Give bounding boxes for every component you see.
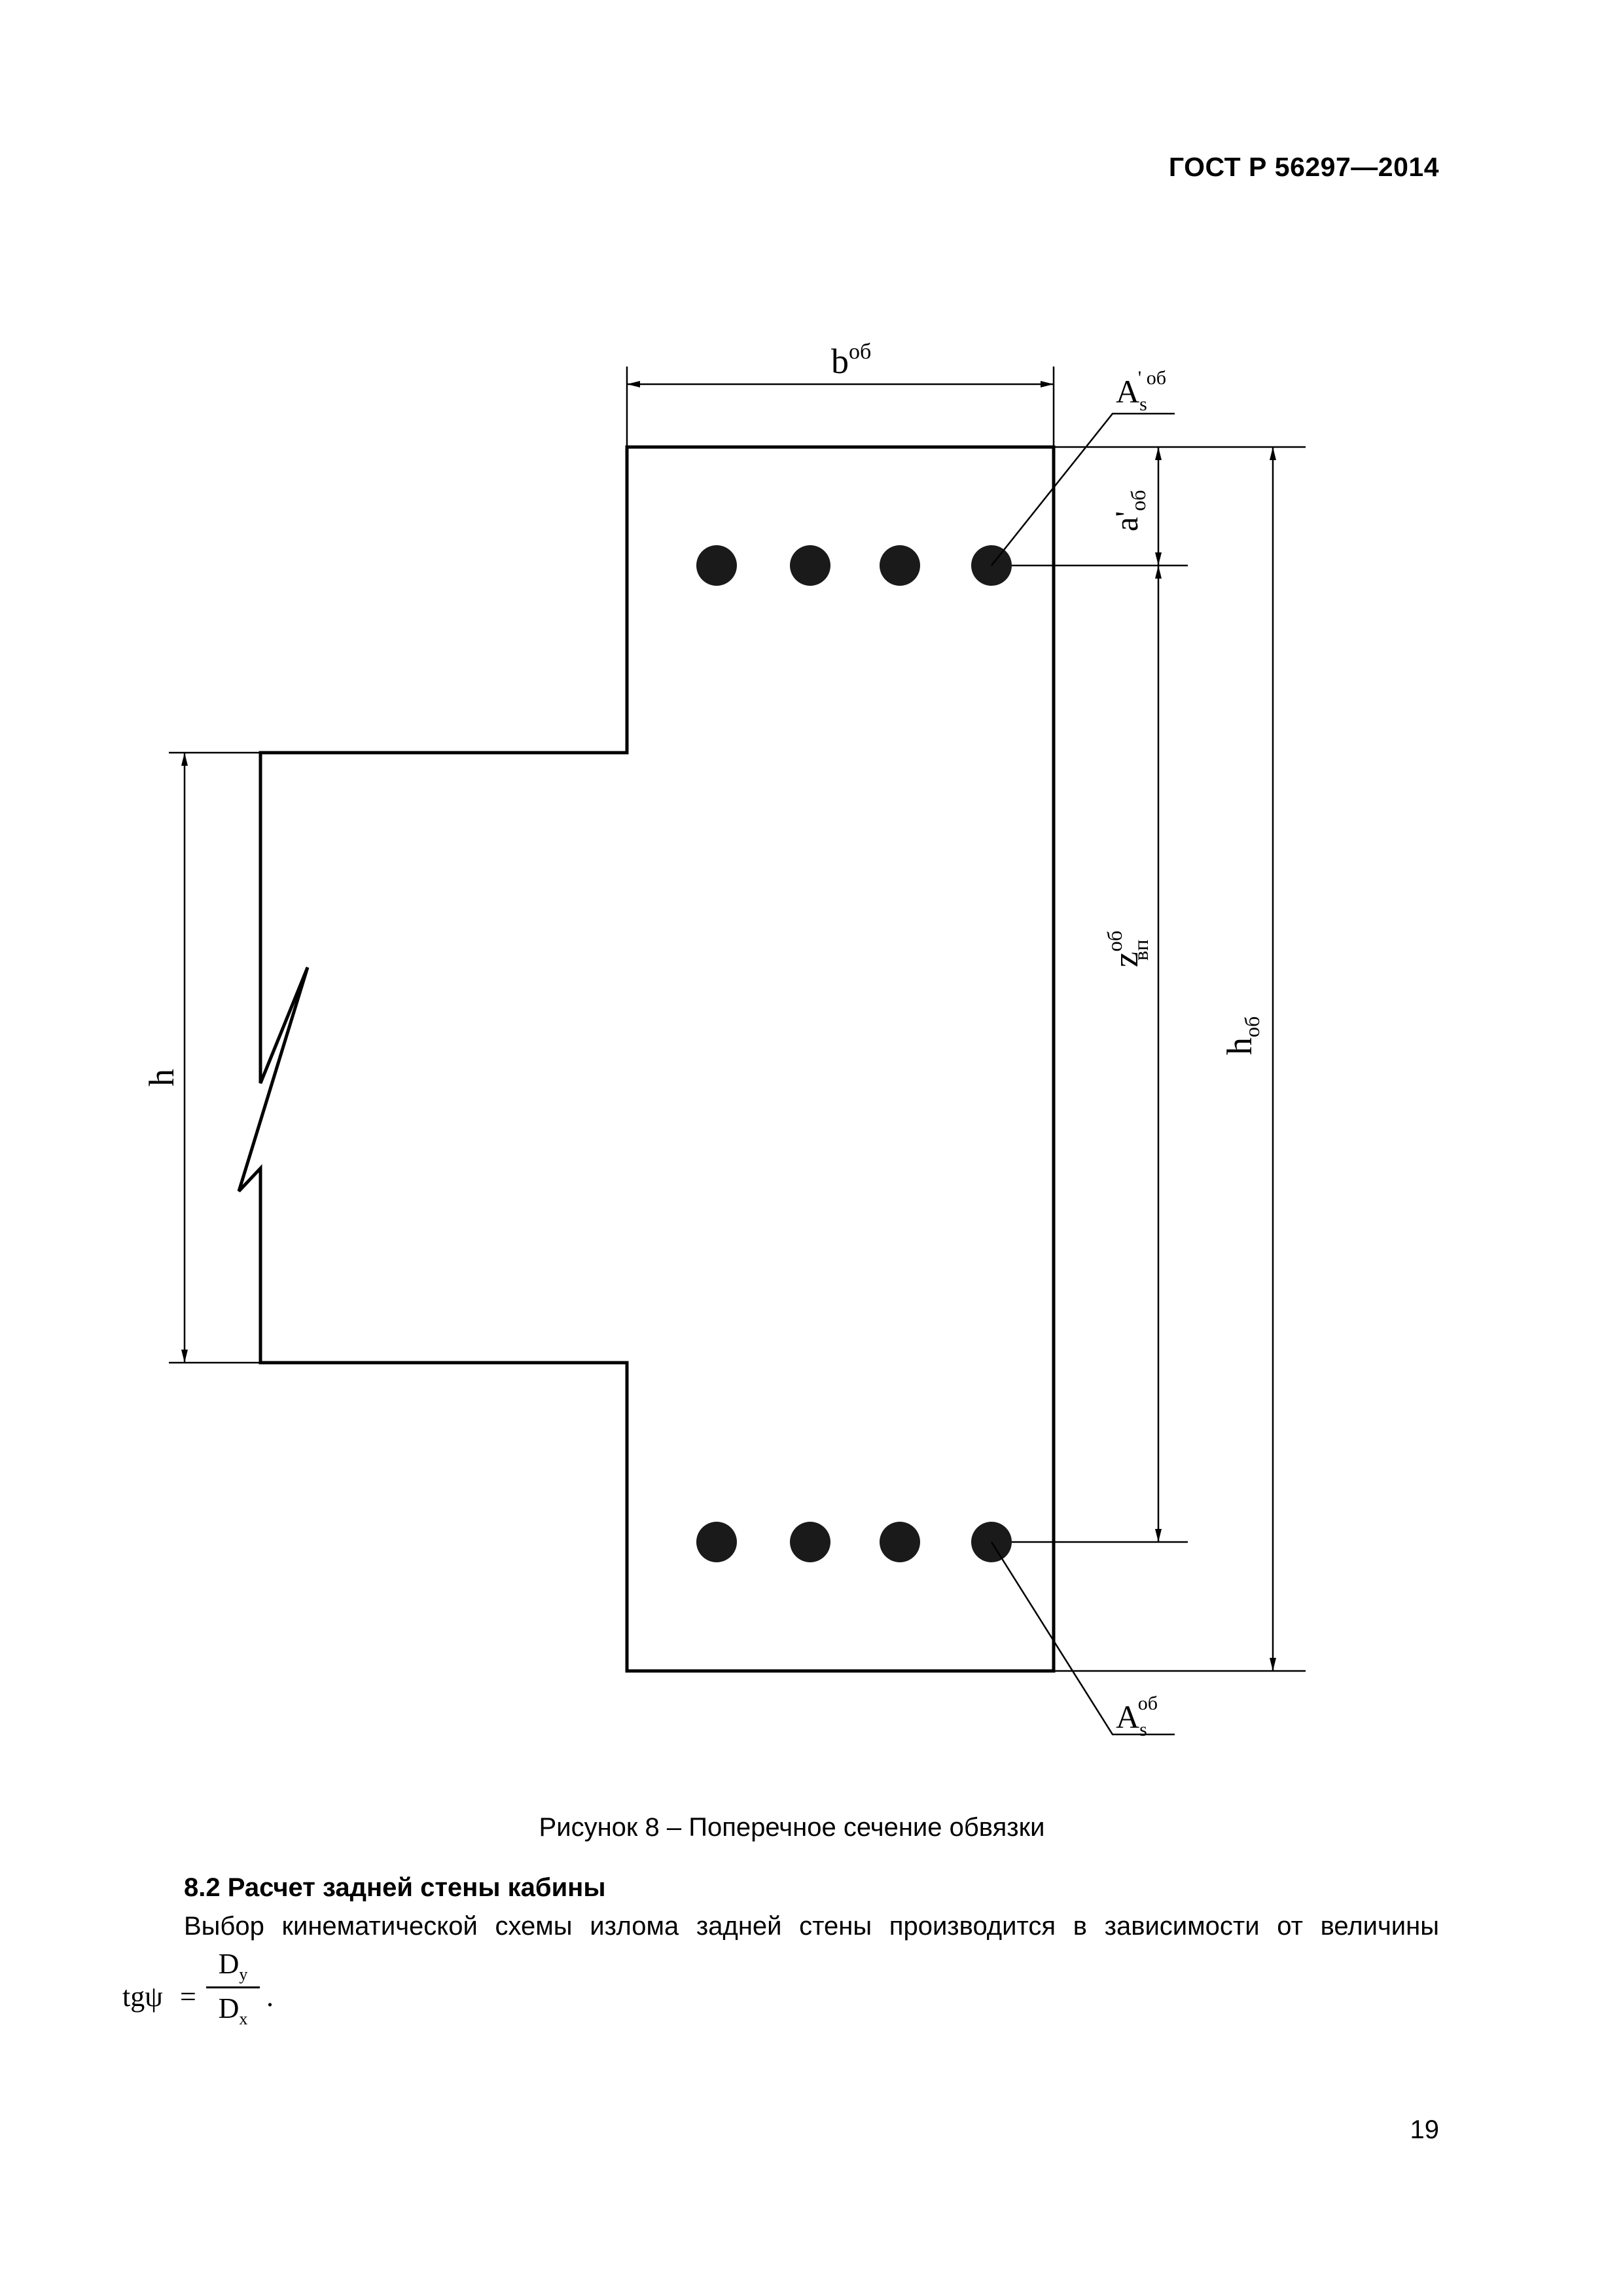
formula-denominator: Dx — [218, 1992, 248, 2028]
document-code: ГОСТ Р 56297—2014 — [1168, 152, 1439, 182]
label-as-bottom: Asоб — [1116, 1693, 1158, 1740]
section-outline — [237, 445, 1056, 1673]
label-h: h — [142, 1069, 181, 1086]
label-b-ob: bоб — [831, 340, 871, 381]
label-h-ob: hоб — [1220, 1016, 1264, 1055]
rebar-top-3 — [880, 545, 920, 586]
extension-lines — [169, 367, 1306, 1672]
label-a-top: a'об — [1108, 490, 1150, 531]
rebar-bottom-3 — [880, 1522, 920, 1562]
dimension-lines — [181, 381, 1276, 1671]
figure-caption: Рисунок 8 – Поперечное сечение обвязки — [539, 1813, 1045, 1842]
fraction-bar — [206, 1986, 260, 1988]
formula-end: . — [266, 1981, 274, 2013]
page-number: 19 — [1410, 2115, 1440, 2144]
formula-lhs: tgψ — [122, 1981, 163, 2013]
label-as-top: As' об — [1116, 367, 1166, 415]
formula-equals: = — [180, 1981, 196, 2013]
rebar-top-2 — [790, 545, 830, 586]
formula-numerator: Dy — [218, 1948, 248, 1984]
section-paragraph: Выбор кинематической схемы излома задней… — [184, 1912, 1439, 1941]
leader-as-top — [991, 412, 1175, 566]
leader-as-bottom — [990, 1541, 1175, 1736]
section-title: 8.2 Расчет задней стены кабины — [184, 1873, 606, 1902]
rebar-top-1 — [696, 545, 737, 586]
rebar-bottom-2 — [790, 1522, 830, 1562]
rebar-bottom-1 — [696, 1522, 737, 1562]
